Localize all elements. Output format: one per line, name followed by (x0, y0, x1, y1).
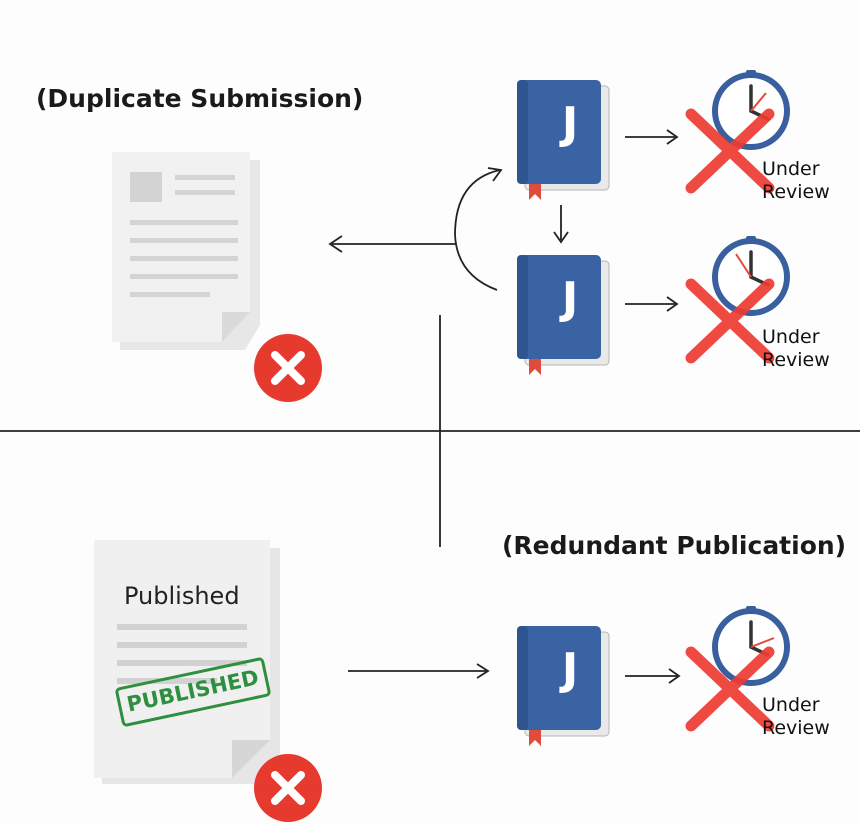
arrowhead-icon (328, 235, 343, 253)
journal-icon (517, 626, 610, 746)
journal-letter: J (561, 98, 579, 149)
redundant-publication-heading: (Redundant Publication) (502, 531, 847, 560)
cross-icon (685, 646, 775, 732)
status-label: Under Review (762, 158, 830, 203)
clock-icon (712, 236, 790, 316)
cross-icon (685, 278, 775, 364)
status-label: Under Review (762, 694, 830, 739)
reject-icon (254, 334, 322, 402)
journal-2: J (515, 255, 610, 375)
journal-3: J (515, 626, 610, 746)
journal-letter: J (561, 644, 579, 695)
document-icon (112, 152, 260, 350)
journal-letter: J (561, 273, 579, 324)
journal-1: J (515, 80, 610, 200)
cross-icon (685, 108, 775, 194)
published-document-icon (94, 540, 280, 784)
document-title: Published (124, 582, 240, 610)
journal-icon (517, 80, 610, 200)
status-label: Under Review (762, 326, 830, 371)
clock-icon (712, 70, 790, 150)
journal-icon (517, 255, 610, 375)
clock-icon (712, 606, 790, 686)
duplicate-submission-heading: (Duplicate Submission) (36, 84, 364, 113)
reject-icon (254, 754, 322, 822)
